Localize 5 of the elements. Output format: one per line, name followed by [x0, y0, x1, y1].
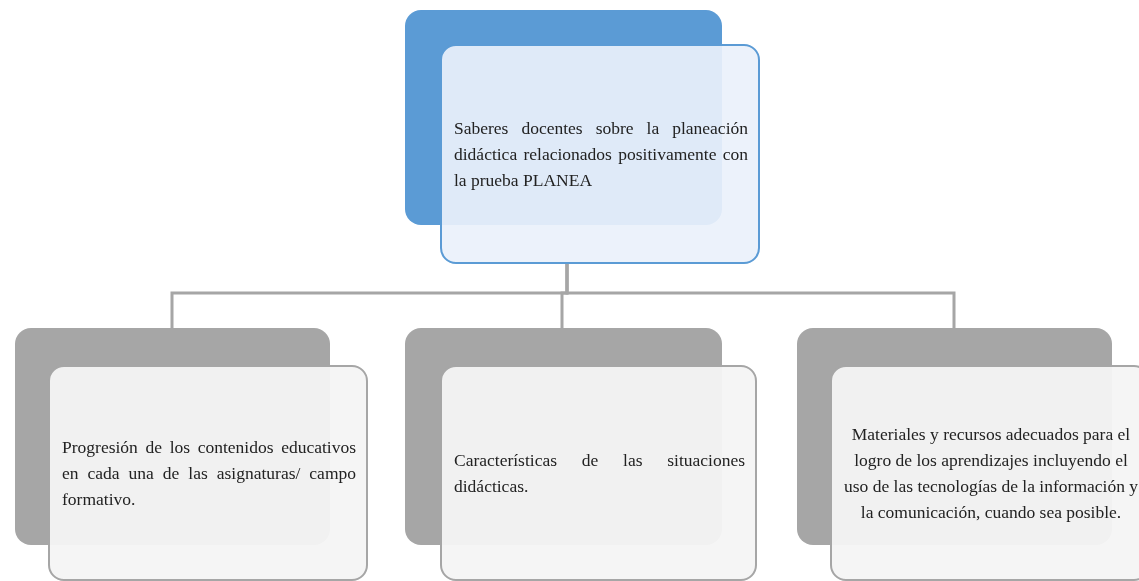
box-text: Características de las situaciones didácticas.: [454, 449, 745, 498]
box-text: Progresión de los contenidos educativos en cada una de las asignaturas/ campo formativo.: [62, 436, 356, 511]
connector-line: [565, 264, 956, 328]
box-text: Materiales y recursos adecuados para el logro de los aprendizajes incluyendo el uso de las tecnologías de la información y la comunicación, cuando sea posible.: [844, 423, 1138, 524]
box-text: Saberes docentes sobre la planeación didáctica relacionados positivamente con la prueba PLANEA: [454, 117, 748, 192]
